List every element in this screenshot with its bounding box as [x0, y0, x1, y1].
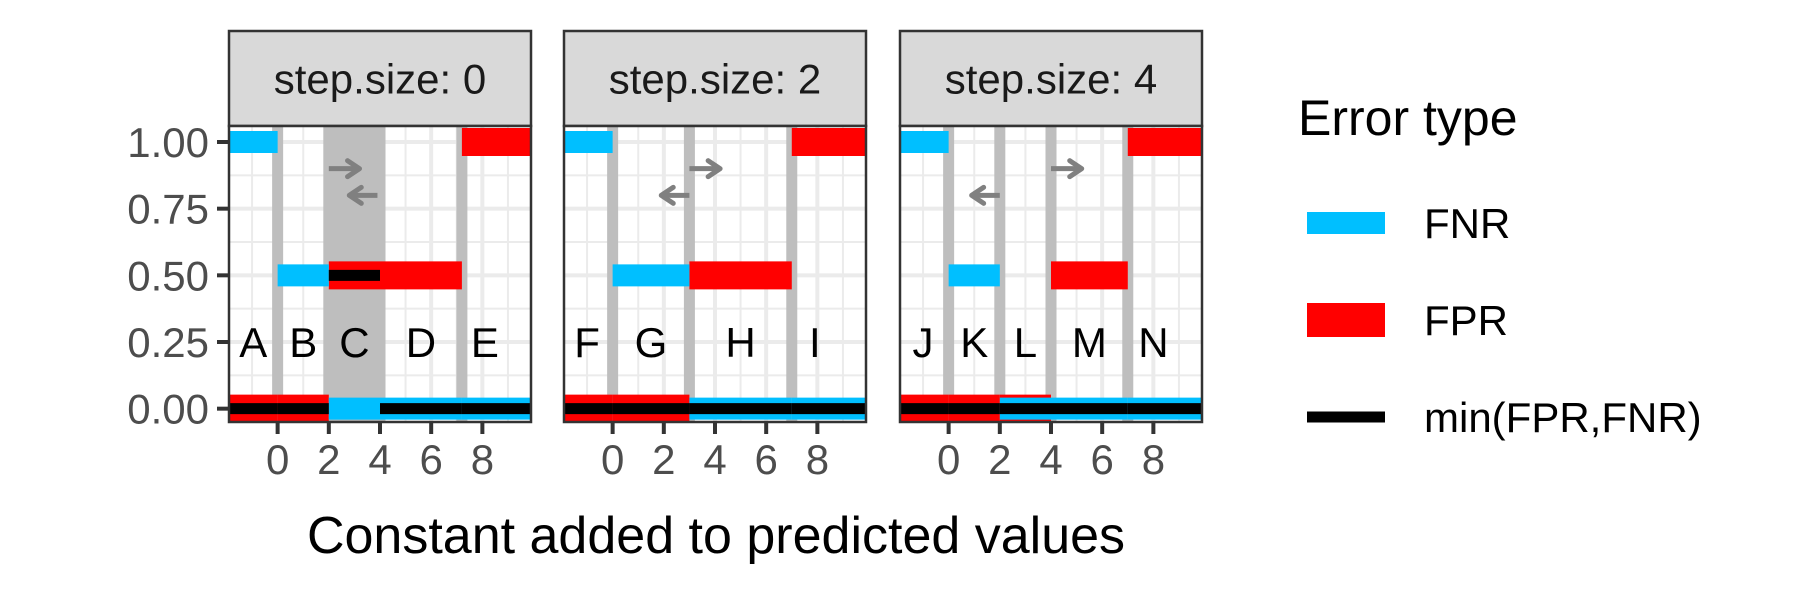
- legend-title: Error type: [1298, 90, 1518, 146]
- region-label: L: [1014, 319, 1037, 366]
- x-tick-label: 2: [317, 436, 340, 483]
- arrow-head: [346, 184, 364, 206]
- region-label: N: [1138, 319, 1168, 366]
- x-tick-label: 0: [601, 436, 624, 483]
- facet-strip: [898, 29, 1204, 128]
- y-tick-label: 0.75: [127, 186, 209, 233]
- legend-label: FNR: [1424, 200, 1510, 247]
- x-tick-label: 2: [652, 436, 675, 483]
- region-label: D: [406, 319, 436, 366]
- legend-key-fnr: [1307, 212, 1385, 234]
- x-tick-label: 0: [937, 436, 960, 483]
- x-tick-label: 0: [266, 436, 289, 483]
- x-tick-label: 6: [755, 436, 778, 483]
- region-label: B: [289, 319, 317, 366]
- region-label: G: [635, 319, 668, 366]
- x-tick-label: 8: [1142, 436, 1165, 483]
- x-tick-label: 4: [368, 436, 391, 483]
- arrow-head: [705, 158, 723, 180]
- region-label: E: [471, 319, 499, 366]
- facet-strip-label: step.size: 4: [945, 56, 1157, 103]
- region-label: K: [960, 319, 988, 366]
- legend: Error type FNR FPR min(FPR,FNR): [1298, 90, 1702, 441]
- region-label: H: [725, 319, 755, 366]
- arrow-head: [1067, 158, 1085, 180]
- x-tick-label: 2: [988, 436, 1011, 483]
- x-tick-label: 4: [703, 436, 726, 483]
- arrow-head: [658, 184, 676, 206]
- y-tick-label: 0.25: [127, 319, 209, 366]
- y-tick-label: 1.00: [127, 119, 209, 166]
- x-tick-label: 8: [806, 436, 829, 483]
- legend-label: FPR: [1424, 297, 1508, 344]
- region-label: F: [574, 319, 600, 366]
- x-tick-label: 6: [420, 436, 443, 483]
- legend-label: min(FPR,FNR): [1424, 394, 1702, 441]
- facet-strip-label: step.size: 0: [274, 56, 486, 103]
- facet-strip: [227, 29, 533, 128]
- y-axis: 0.00 0.25 0.50 0.75 1.00: [127, 119, 229, 433]
- region-label: I: [809, 319, 821, 366]
- facet-strip-label: step.size: 2: [609, 56, 821, 103]
- region-label: C: [339, 319, 369, 366]
- x-axis-label: Constant added to predicted values: [307, 507, 1125, 565]
- region-label: M: [1072, 319, 1107, 366]
- y-tick-label: 0.50: [127, 252, 209, 299]
- x-tick-label: 8: [471, 436, 494, 483]
- y-tick-label: 0.00: [127, 386, 209, 433]
- legend-key-min-fpr-fnr: [1307, 411, 1385, 423]
- region-label: J: [913, 319, 934, 366]
- arrow-head: [969, 184, 987, 206]
- region-label: A: [239, 319, 267, 366]
- x-tick-label: 4: [1039, 436, 1062, 483]
- x-tick-label: 6: [1091, 436, 1114, 483]
- arrow-head: [345, 158, 363, 180]
- legend-key-fpr: [1307, 303, 1385, 337]
- facet-strip: [562, 29, 868, 128]
